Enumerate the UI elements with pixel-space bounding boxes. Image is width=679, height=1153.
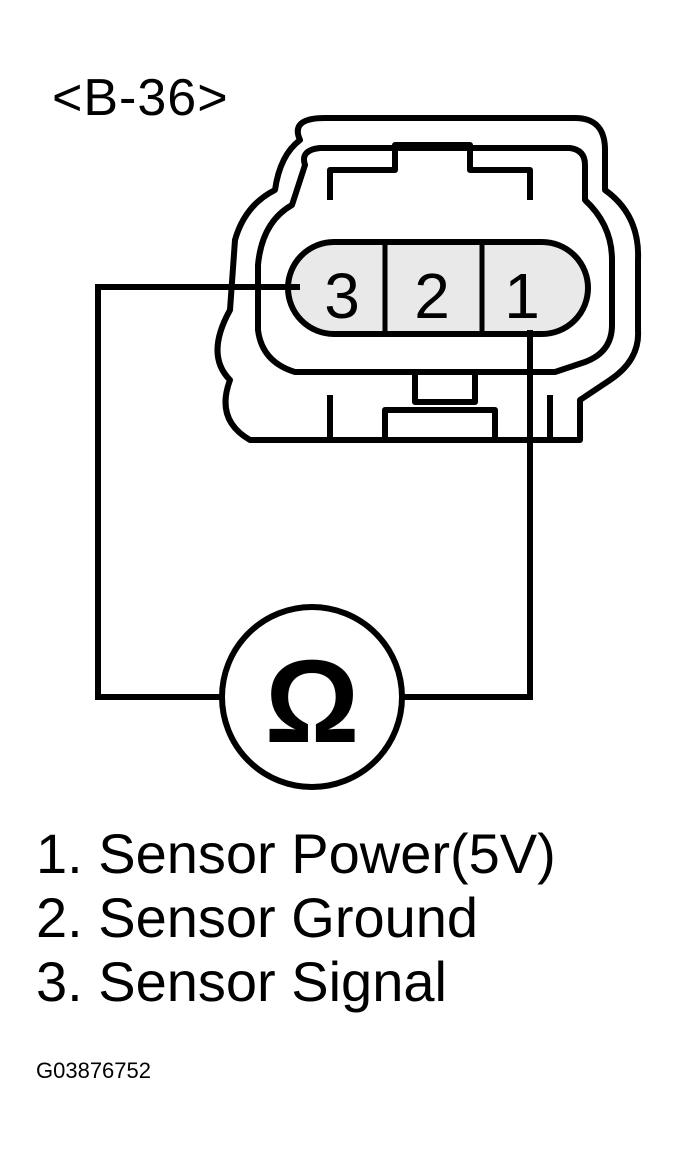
lead-pin-3 <box>95 284 300 700</box>
ohmmeter-icon: Ω <box>265 636 360 768</box>
legend-item: 2. Sensor Ground <box>36 886 479 949</box>
lock-tabs <box>327 395 553 443</box>
pin-1-label: 1 <box>504 260 540 332</box>
housing-inner-outline <box>255 145 615 375</box>
pin-2-label: 2 <box>414 260 450 332</box>
ohmmeter: Ω <box>219 604 405 790</box>
lead-pin-1 <box>402 330 533 700</box>
pin-legend: 1. Sensor Power(5V) 2. Sensor Ground 3. … <box>36 822 556 1014</box>
test-leads <box>95 284 533 700</box>
legend-item: 1. Sensor Power(5V) <box>36 822 556 885</box>
connector-id-label: <B-36> <box>52 69 229 127</box>
key-tab <box>412 369 478 405</box>
legend-item: 3. Sensor Signal <box>36 950 447 1013</box>
meter-body <box>219 604 405 790</box>
connector-housing <box>214 115 642 443</box>
figure-code: G03876752 <box>36 1058 151 1083</box>
pin-3-label: 3 <box>324 260 360 332</box>
latch-outline <box>327 142 533 200</box>
housing-outline <box>214 115 642 443</box>
